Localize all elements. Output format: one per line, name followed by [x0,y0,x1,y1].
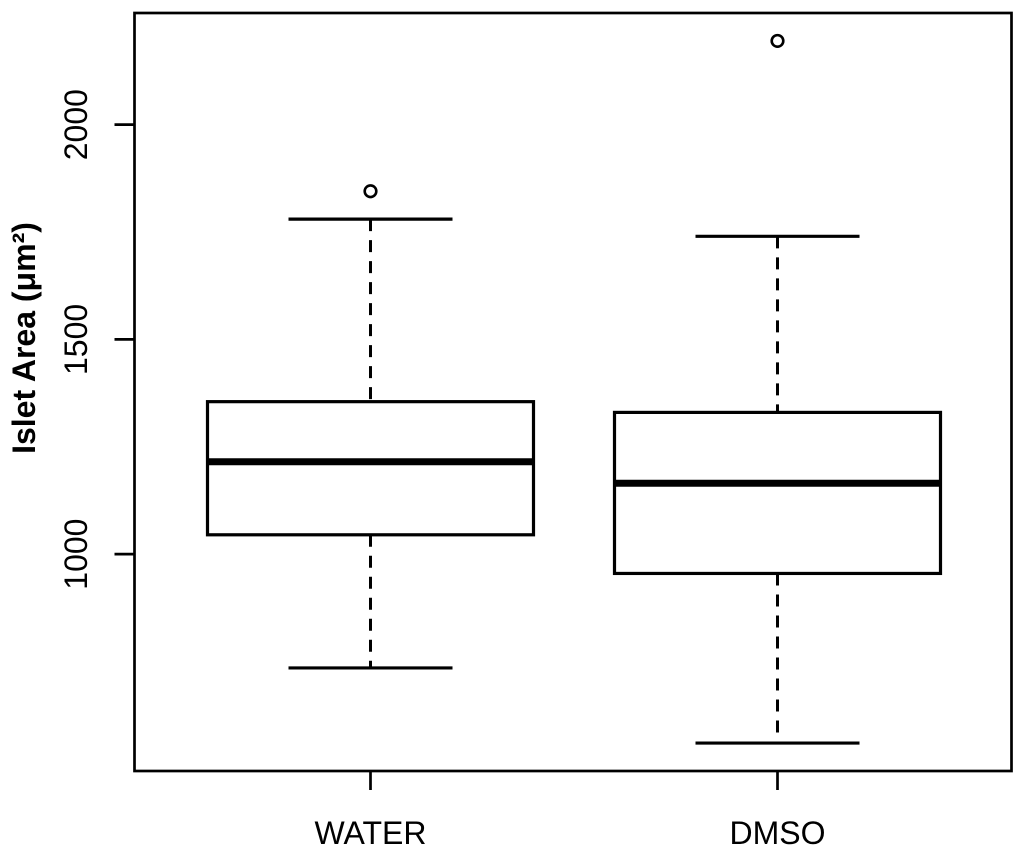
outlier-water-0 [363,184,378,199]
iqr-box-water [205,400,536,537]
category-label-dmso: DMSO [730,815,826,851]
y-tick-label-2000: 2000 [58,89,94,160]
y-tick-label-1500: 1500 [58,304,94,375]
y-axis-title: Islet Area (μm²) [6,222,42,454]
outlier-dmso-0 [770,33,785,49]
y-tick-label-1000: 1000 [58,519,94,590]
category-label-water: WATER [315,815,427,851]
plot-frame [133,11,1013,773]
iqr-box-dmso [612,410,943,576]
